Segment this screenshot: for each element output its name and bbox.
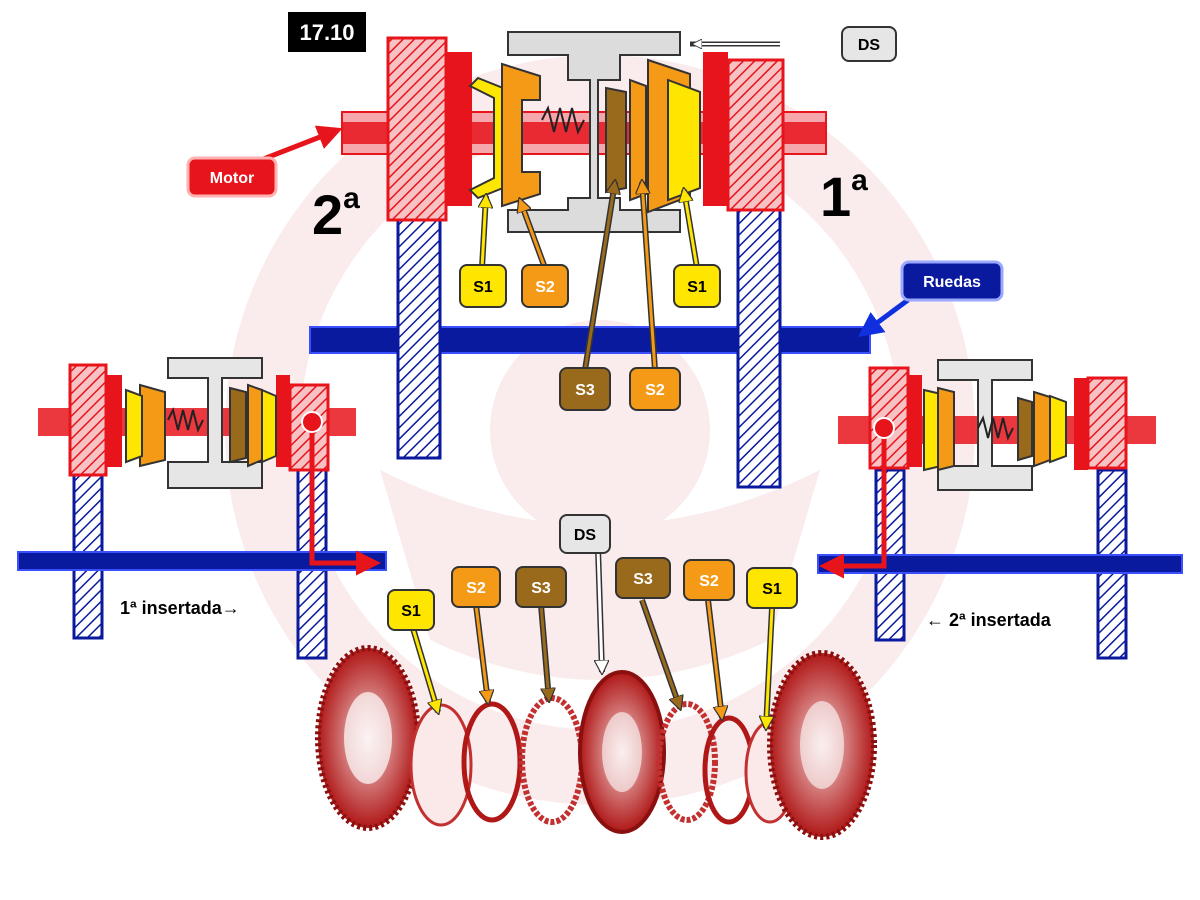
svg-text:S1: S1	[401, 603, 421, 620]
power-flow-arrow-left	[309, 422, 381, 576]
label-s3-bottom-left: S3	[515, 566, 567, 608]
svg-text:S1: S1	[762, 581, 782, 598]
engine-gear-second	[386, 36, 448, 222]
label-ds-top: DS	[841, 26, 897, 62]
label-ruedas: Ruedas	[900, 260, 1004, 302]
wheels-gear-first	[736, 193, 782, 489]
label-s2-bottom-right: S2	[683, 559, 735, 601]
callout-leader-lines	[247, 44, 910, 728]
svg-text:Motor: Motor	[210, 170, 254, 187]
svg-text:1a: 1a	[820, 164, 868, 228]
left-first-inserted-assembly: 1ª insertada→	[17, 357, 387, 660]
label-ds-bottom: DS	[559, 514, 611, 554]
label-s2-top-center: S2	[629, 367, 681, 411]
s2-ring-left	[501, 62, 541, 208]
dog-teeth-first	[703, 52, 728, 206]
caption-first-inserted: 1ª insertada→	[120, 598, 240, 618]
label-s3-top: S3	[559, 367, 611, 411]
svg-text:S3: S3	[633, 571, 653, 588]
s3-ring-right	[605, 86, 627, 194]
svg-text:S1: S1	[687, 279, 707, 296]
label-s1-top-right: S1	[673, 264, 721, 308]
right-second-inserted-assembly: ← 2ª insertada	[817, 359, 1183, 660]
svg-text:S1: S1	[473, 279, 493, 296]
dog-teeth-second	[446, 52, 472, 206]
svg-text:S2: S2	[699, 573, 719, 590]
figure-number-badge: 17.10	[288, 12, 366, 52]
label-s2-bottom-left: S2	[451, 566, 501, 608]
label-motor: Motor	[186, 156, 278, 198]
s3-ring-photo-right	[656, 701, 718, 823]
ds-sliding-sleeve	[507, 31, 681, 233]
label-s2-top-left: S2	[521, 264, 569, 308]
engine-gear-first	[726, 58, 785, 212]
wheels-gear-second	[396, 218, 442, 460]
svg-text:S2: S2	[466, 580, 486, 597]
svg-text:S2: S2	[535, 279, 555, 296]
svg-text:DS: DS	[858, 37, 881, 54]
spring-left	[541, 105, 585, 135]
svg-text:2a: 2a	[312, 182, 360, 246]
label-s1-bottom-right: S1	[746, 567, 798, 609]
label-s1-top-left: S1	[459, 264, 507, 308]
svg-text:DS: DS	[574, 527, 597, 544]
svg-text:S3: S3	[575, 382, 595, 399]
gear-label-second: 2a	[312, 182, 360, 246]
exploded-synchronizer-parts	[315, 645, 877, 840]
svg-text:Ruedas: Ruedas	[923, 274, 981, 291]
figure-number: 17.10	[299, 20, 354, 45]
svg-text:S2: S2	[645, 382, 665, 399]
label-s3-bottom-right: S3	[615, 557, 671, 599]
caption-second-inserted: ← 2ª insertada	[926, 610, 1052, 630]
label-s1-bottom-left: S1	[387, 589, 435, 631]
power-flow-arrow-right	[819, 428, 887, 579]
svg-text:S3: S3	[531, 580, 551, 597]
gear-label-first: 1a	[820, 164, 868, 228]
s1-ring-right	[667, 78, 701, 202]
